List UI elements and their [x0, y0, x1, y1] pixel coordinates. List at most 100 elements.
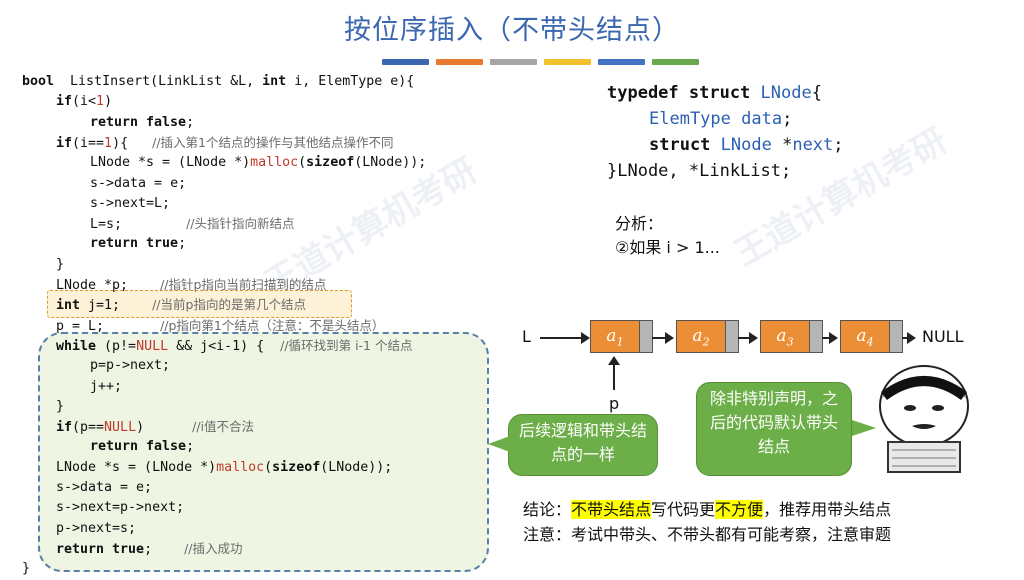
code-line: return true; //插入成功	[56, 539, 243, 559]
node-subscript: 3	[786, 335, 794, 349]
node-label: a	[776, 326, 787, 346]
code-token: int	[56, 298, 81, 314]
code-token: //头指针指向新结点	[186, 216, 295, 232]
code-line: return false;	[90, 113, 194, 133]
code-token: NULL	[104, 420, 137, 436]
code-token: while	[56, 338, 97, 354]
node-next-field	[890, 320, 903, 353]
code-token: int	[262, 74, 287, 89]
code-token: ;	[178, 236, 187, 252]
node-label: a	[856, 326, 867, 346]
code-line: }	[22, 559, 30, 579]
code-token: (LNode));	[320, 459, 393, 475]
code-line: s->data = e;	[90, 174, 186, 194]
code-line: s->next=L;	[90, 194, 170, 214]
conclusion-label: 结论：	[523, 500, 572, 519]
code-line: struct LNode *next;	[649, 132, 844, 158]
code-token: p = L;	[56, 318, 161, 334]
code-token: {	[811, 83, 822, 103]
code-token: data = e;	[114, 175, 187, 191]
title-bar-segment	[436, 59, 483, 65]
code-token: ElemType data	[649, 109, 783, 129]
code-line: L=s; //头指针指向新结点	[90, 214, 295, 234]
code-token: }	[22, 561, 31, 577]
code-line: }LNode, *LinkList;	[607, 158, 791, 184]
code-line: s->data = e;	[56, 478, 152, 498]
loop-region-box	[38, 332, 489, 572]
code-token: s->next=p->next;	[56, 500, 185, 516]
code-token: //循环找到第 i-1 个结点	[280, 337, 413, 353]
code-line: p=p->next;	[90, 356, 170, 376]
title-bar-segment	[652, 59, 699, 65]
code-line: p = L; //p指向第1个结点（注意：不是头结点）	[56, 316, 384, 336]
code-token: //指针p指向当前扫描到的结点	[160, 277, 327, 292]
node-data: a1	[590, 320, 640, 353]
list-node: a4	[840, 320, 903, 353]
code-line: }	[56, 255, 64, 275]
reading-character-illustration	[879, 365, 969, 473]
code-token: struct	[649, 135, 721, 155]
highlight-int-j	[47, 290, 352, 318]
code-token: sizeof	[272, 459, 321, 475]
node-label: a	[606, 326, 617, 346]
code-token: LNode	[720, 135, 772, 155]
code-token: 1	[96, 94, 105, 110]
code-token: malloc	[250, 155, 299, 171]
code-token: (	[298, 155, 307, 171]
code-line: if(i==1){ //插入第1个结点的操作与其他结点操作不同	[56, 133, 394, 153]
node-subscript: 1	[616, 335, 624, 349]
title-bar-segment	[490, 59, 537, 65]
node-data: a4	[840, 320, 890, 353]
pointer-arrow	[613, 362, 615, 390]
speech-bubble-left: 后续逻辑和带头结点的一样	[508, 414, 658, 476]
code-token: s->next=L;	[90, 195, 171, 211]
code-token: NULL	[136, 338, 169, 354]
title-bar-segment	[382, 59, 429, 65]
code-line: bool ListInsert(LinkList &L, int i, Elem…	[22, 72, 414, 92]
pointer-arrowhead	[608, 356, 620, 365]
conclusion-highlight-2: 不方便	[715, 500, 764, 519]
code-token: (i<	[72, 94, 97, 110]
code-line: return true;	[90, 234, 186, 254]
head-label: L	[522, 327, 531, 346]
code-token: //i值不合法	[192, 419, 255, 435]
code-token: (LNode));	[354, 155, 427, 171]
head-arrow	[540, 332, 590, 344]
code-token: LNode	[760, 83, 812, 103]
code-line: return false;	[90, 437, 194, 457]
node-label: a	[692, 326, 703, 346]
code-token: typedef struct	[607, 83, 761, 103]
code-token: sizeof	[306, 155, 355, 171]
node-subscript: 2	[702, 335, 710, 349]
code-token: }	[56, 256, 65, 272]
code-token: //当前p指向的是第几个结点	[152, 297, 306, 313]
code-token: {	[120, 135, 153, 151]
node-next-field	[726, 320, 739, 353]
pointer-label: p	[609, 394, 620, 413]
code-token: //插入成功	[184, 540, 243, 556]
code-token: i, ElemType e){	[286, 74, 415, 89]
code-line: s->next=p->next;	[56, 498, 184, 518]
code-token: if	[56, 135, 73, 151]
code-token: return true	[56, 541, 145, 557]
speech-bubble-left-text: 后续逻辑和带头结点的一样	[518, 421, 647, 464]
code-line: }	[56, 397, 64, 417]
conclusion-mid: 写代码更	[651, 500, 716, 519]
code-token: s->data = e;	[56, 480, 153, 495]
code-line: if(i<1)	[56, 92, 112, 112]
code-token: (p!=	[96, 338, 137, 354]
code-token: ;	[833, 135, 844, 155]
code-line: p->next=s;	[56, 519, 136, 539]
code-token: ListInsert(LinkList &L,	[54, 74, 263, 89]
node-next-field	[810, 320, 823, 353]
code-token: }	[56, 398, 65, 414]
null-label: NULL	[922, 327, 964, 346]
code-token: (p==	[72, 420, 105, 436]
code-token: LNode *p;	[56, 278, 161, 293]
next-arrow	[738, 332, 758, 344]
title-bar-segment	[544, 59, 591, 65]
analysis-case: ②如果 i > 1...	[615, 238, 720, 257]
code-token: j++;	[90, 378, 123, 394]
note-text: 考试中带头、不带头都有可能考察，注意审题	[571, 525, 892, 544]
code-token: bool	[22, 74, 55, 89]
